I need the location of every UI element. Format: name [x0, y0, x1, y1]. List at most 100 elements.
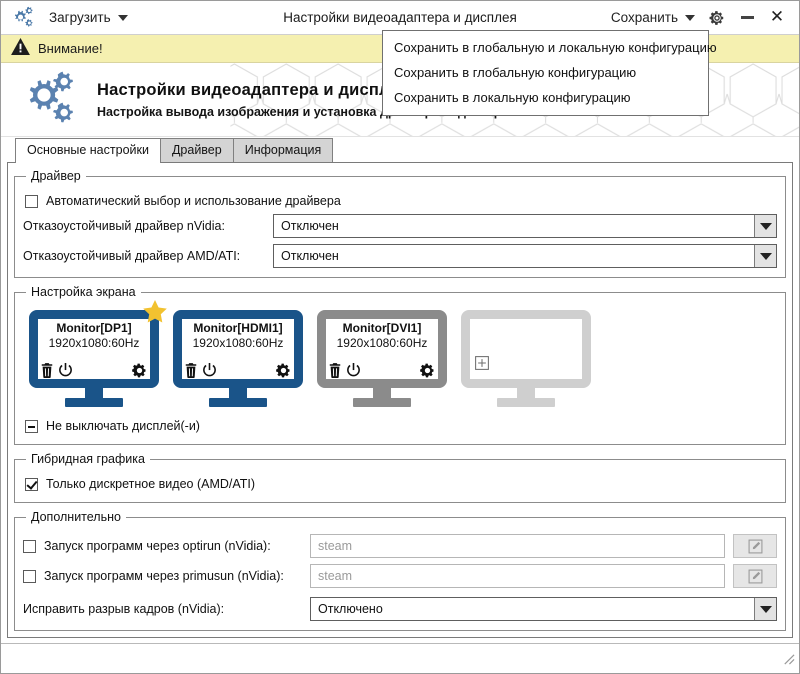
monitor-card-dp1[interactable]: Monitor[DP1] 1920x1080:60Hz: [29, 300, 167, 407]
monitor-name: Monitor[HDMI1]: [193, 321, 283, 335]
chevron-down-icon: [117, 14, 128, 21]
power-icon[interactable]: [346, 363, 361, 378]
chevron-down-icon[interactable]: [754, 245, 776, 267]
optirun-checkbox[interactable]: Запуск программ через optirun (nVidia):: [23, 539, 310, 553]
chevron-down-icon: [685, 14, 695, 21]
settings-gear-icon[interactable]: [703, 5, 731, 31]
additional-group: Дополнительно Запуск программ через opti…: [14, 510, 786, 631]
optirun-edit-button[interactable]: [733, 534, 777, 558]
tab-main-settings[interactable]: Основные настройки: [15, 138, 161, 163]
save-button[interactable]: Сохранить: [605, 7, 701, 28]
screen-group-legend: Настройка экрана: [31, 285, 136, 299]
app-logo-gears-icon: [9, 5, 35, 31]
monitor-card-hdmi1[interactable]: Monitor[HDMI1] 1920x1080:60Hz: [173, 310, 303, 407]
monitor-resolution: 1920x1080:60Hz: [192, 336, 284, 350]
monitor-card-add-new[interactable]: [461, 310, 591, 407]
amd-fallback-label: Отказоустойчивый драйвер AMD/ATI:: [23, 249, 241, 263]
primusun-checkbox[interactable]: Запуск программ через primusun (nVidia):: [23, 569, 310, 583]
minimize-button[interactable]: [733, 5, 761, 31]
nvidia-fallback-label: Отказоустойчивый драйвер nVidia:: [23, 219, 225, 233]
gear-icon[interactable]: [132, 363, 147, 378]
tearfree-label: Исправить разрыв кадров (nVidia):: [23, 602, 225, 616]
monitor-actions: [328, 363, 435, 378]
trash-icon[interactable]: [328, 363, 342, 378]
hybrid-graphics-group: Гибридная графика Только дискретное виде…: [14, 452, 786, 503]
optirun-row: Запуск программ через optirun (nVidia):: [23, 534, 777, 558]
power-icon[interactable]: [58, 363, 73, 378]
monitor-stand-base: [65, 398, 123, 407]
additional-group-legend: Дополнительно: [31, 510, 121, 524]
chevron-down-icon[interactable]: [754, 598, 776, 620]
trash-icon[interactable]: [184, 363, 198, 378]
hybrid-group-legend: Гибридная графика: [31, 452, 145, 466]
plus-icon[interactable]: [475, 356, 489, 375]
tearfree-value: Отключено: [318, 602, 383, 616]
monitor-stand-neck: [229, 388, 247, 398]
screen-settings-group: Настройка экрана Monitor[DP1] 1920x1080:…: [14, 285, 786, 445]
titlebar-controls: Сохранить ✕: [605, 5, 791, 31]
primusun-command-input[interactable]: [310, 564, 725, 588]
monitor-resolution: 1920x1080:60Hz: [48, 336, 140, 350]
keep-display-on-checkbox[interactable]: Не выключать дисплей(-и): [25, 419, 777, 433]
tab-information[interactable]: Информация: [232, 138, 334, 163]
status-bar: [1, 643, 799, 673]
monitor-actions: [184, 363, 291, 378]
monitor-stand-neck: [373, 388, 391, 398]
monitor-stand-base: [497, 398, 555, 407]
close-button[interactable]: ✕: [763, 5, 791, 31]
amd-fallback-value: Отключен: [281, 249, 339, 263]
tab-bar: Основные настройки Драйвер Информация: [1, 137, 799, 163]
header-gears-icon: [17, 69, 79, 131]
optirun-label: Запуск программ через optirun (nVidia):: [44, 539, 271, 553]
primusun-label: Запуск программ через primusun (nVidia):: [44, 569, 284, 583]
auto-driver-checkbox[interactable]: Автоматический выбор и использование дра…: [25, 194, 777, 208]
tab-content-panel: Драйвер Автоматический выбор и использов…: [7, 162, 793, 638]
monitor-screen: Monitor[HDMI1] 1920x1080:60Hz: [173, 310, 303, 388]
driver-group-legend: Драйвер: [31, 169, 81, 183]
primary-star-icon: [142, 299, 168, 330]
discrete-only-checkbox[interactable]: Только дискретное видео (AMD/ATI): [25, 477, 777, 491]
resize-grip-icon[interactable]: [782, 652, 795, 670]
primusun-edit-button[interactable]: [733, 564, 777, 588]
menu-item-save-local[interactable]: Сохранить в локальную конфигурацию: [394, 90, 631, 105]
discrete-only-label: Только дискретное видео (AMD/ATI): [46, 477, 256, 491]
driver-group: Драйвер Автоматический выбор и использов…: [14, 169, 786, 278]
monitor-card-dvi1[interactable]: Monitor[DVI1] 1920x1080:60Hz: [317, 310, 447, 407]
tab-driver[interactable]: Драйвер: [159, 138, 234, 163]
checkbox-box: [25, 477, 38, 491]
monitor-resolution: 1920x1080:60Hz: [336, 336, 428, 350]
trash-icon[interactable]: [40, 363, 54, 378]
monitor-screen: Monitor[DP1] 1920x1080:60Hz: [29, 310, 159, 388]
save-button-label: Сохранить: [610, 10, 678, 25]
menu-item-save-global[interactable]: Сохранить в глобальную конфигурацию: [394, 65, 637, 80]
checkbox-box: [23, 569, 36, 583]
power-icon[interactable]: [202, 363, 217, 378]
checkbox-box: [23, 539, 36, 553]
monitor-stand-base: [209, 398, 267, 407]
chevron-down-icon[interactable]: [754, 215, 776, 237]
close-icon: ✕: [769, 7, 785, 27]
primusun-row: Запуск программ через primusun (nVidia):: [23, 564, 777, 588]
minimize-icon: [740, 16, 754, 19]
load-button[interactable]: Загрузить: [43, 7, 134, 28]
nvidia-fallback-select[interactable]: Отключен: [273, 214, 777, 238]
monitor-stand-neck: [517, 388, 535, 398]
warning-text: Внимание!: [38, 41, 103, 56]
keep-display-on-label: Не выключать дисплей(-и): [46, 419, 200, 433]
monitor-stand-base: [353, 398, 411, 407]
amd-fallback-row: Отказоустойчивый драйвер AMD/ATI: Отключ…: [23, 244, 777, 268]
optirun-command-input[interactable]: [310, 534, 725, 558]
gear-icon[interactable]: [276, 363, 291, 378]
nvidia-fallback-row: Отказоустойчивый драйвер nVidia: Отключе…: [23, 214, 777, 238]
monitor-actions: [40, 363, 147, 378]
monitor-screen: Monitor[DVI1] 1920x1080:60Hz: [317, 310, 447, 388]
tearfree-select[interactable]: Отключено: [310, 597, 777, 621]
amd-fallback-select[interactable]: Отключен: [273, 244, 777, 268]
menu-item-save-global-local[interactable]: Сохранить в глобальную и локальную конфи…: [394, 40, 717, 55]
save-dropdown-menu[interactable]: Сохранить в глобальную и локальную конфи…: [382, 30, 717, 116]
title-bar: Загрузить Настройки видеоадаптера и дисп…: [1, 1, 799, 35]
monitor-stand-neck: [85, 388, 103, 398]
gear-icon[interactable]: [420, 363, 435, 378]
checkbox-box: [25, 419, 38, 433]
